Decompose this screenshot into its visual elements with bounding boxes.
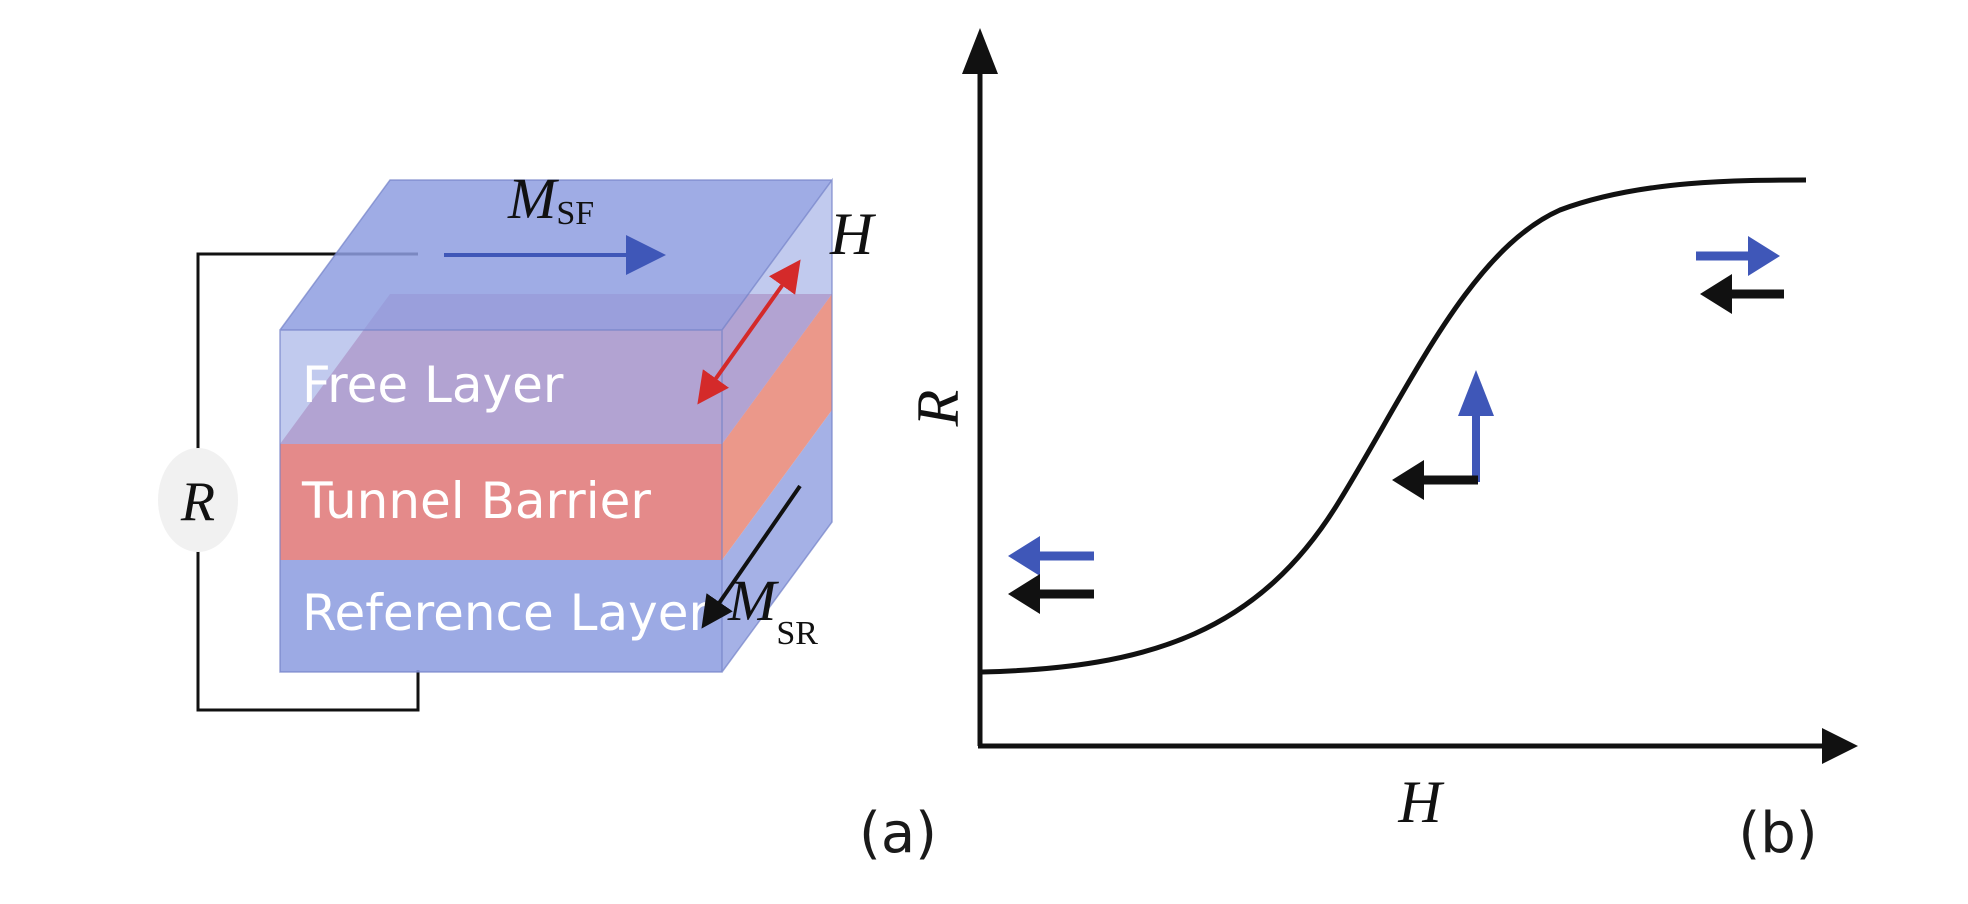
state-perpendicular-arrows xyxy=(1392,370,1494,500)
panel-b: R H (b) xyxy=(905,28,1858,866)
field-label: H xyxy=(829,201,877,267)
reference-layer-label: Reference Layer xyxy=(302,584,710,642)
x-axis-label: H xyxy=(1397,769,1445,835)
msr-arrow xyxy=(701,484,802,629)
circuit-wire xyxy=(196,252,420,712)
state-antiparallel-arrows xyxy=(1696,236,1784,314)
x-axis-arrowhead xyxy=(1822,728,1858,764)
reference-layer xyxy=(280,410,832,672)
msr-main: M xyxy=(727,568,779,633)
msr-sub: SR xyxy=(776,615,818,652)
free-layer-label: Free Layer xyxy=(302,356,564,414)
resistor-backdrop xyxy=(158,448,238,552)
panel-a: R Free Layer Tunnel Barrier Reference La… xyxy=(158,166,937,866)
panel-b-tag: (b) xyxy=(1738,801,1817,866)
y-axis-arrowhead xyxy=(962,28,998,74)
resistor-label: R xyxy=(180,471,215,533)
y-axis-label: R xyxy=(905,390,971,428)
msf-sub: SF xyxy=(556,195,594,232)
tunnel-barrier-label: Tunnel Barrier xyxy=(301,472,651,530)
free-layer-double-arrow xyxy=(697,259,801,405)
msf-label: MSF xyxy=(507,166,594,232)
resistance-curve xyxy=(981,177,1807,675)
panel-a-tag: (a) xyxy=(859,801,937,866)
state-parallel-left-arrows xyxy=(1008,536,1094,614)
msf-main: M xyxy=(507,166,559,231)
block-edges xyxy=(279,177,833,673)
msr-label: MSR xyxy=(727,568,818,652)
